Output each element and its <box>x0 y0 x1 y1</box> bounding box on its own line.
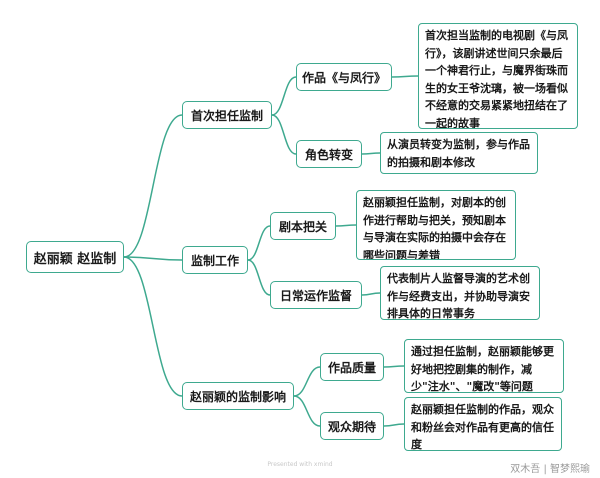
topic-work-yufengxing[interactable]: 作品《与凤行》 <box>296 63 392 91</box>
connector-link-13 <box>361 292 381 296</box>
xmind-footer: Presented with xmind <box>267 461 333 468</box>
detail-audience-expectation: 赵丽颖担任监制的作品，观众和粉丝会对作品有更高的信任度 <box>404 397 562 451</box>
topic-script-review[interactable]: 剧本把关 <box>270 212 336 240</box>
connector-link-14 <box>383 365 405 368</box>
connector-link-7 <box>247 259 271 296</box>
connector-link-4 <box>271 76 297 116</box>
topic-work-quality[interactable]: 作品质量 <box>320 353 384 381</box>
connector-link-10 <box>391 75 419 78</box>
connector-link-5 <box>271 114 297 155</box>
detail-script-review: 赵丽颖担任监制，对剧本的创作进行帮助与把关，预知剧本与导演在实际的拍摄中会存在哪… <box>356 190 516 260</box>
detail-role-change: 从演员转变为监制，参与作品的拍摄和剧本修改 <box>380 132 538 174</box>
branch-first-supervision[interactable]: 首次担任监制 <box>182 101 272 129</box>
connector-link-9 <box>293 395 321 427</box>
watermark: 双木吾 | 智梦熙瑜 <box>510 464 590 475</box>
topic-audience-expectation[interactable]: 观众期待 <box>320 412 384 440</box>
connector-link-12 <box>335 224 357 227</box>
connector-link-2 <box>123 256 183 261</box>
connector-link-11 <box>361 152 381 155</box>
topic-daily-operation[interactable]: 日常运作监督 <box>270 281 362 309</box>
detail-work-yufengxing: 首次担当监制的电视剧《与凤行》，该剧讲述世间只余最后一个神君行止，与魔界街珠而生… <box>418 23 578 129</box>
detail-work-quality: 通过担任监制，赵丽颖能够更好地把控剧集的制作，减少"注水"、"魔改"等问题 <box>404 339 564 393</box>
branch-supervision-impact[interactable]: 赵丽颖的监制影响 <box>182 382 294 410</box>
topic-role-change[interactable]: 角色转变 <box>296 140 362 168</box>
connector-link-6 <box>247 225 271 261</box>
connector-link-1 <box>123 114 183 258</box>
branch-supervision-work[interactable]: 监制工作 <box>182 246 248 274</box>
connector-link-15 <box>383 423 405 427</box>
connector-link-8 <box>293 366 321 397</box>
connector-link-3 <box>123 256 183 397</box>
detail-daily-operation: 代表制片人监督导演的艺术创作与经费支出，并协助导演安排具体的日常事务 <box>380 266 540 320</box>
root-node[interactable]: 赵丽颖 赵监制 <box>26 241 124 273</box>
